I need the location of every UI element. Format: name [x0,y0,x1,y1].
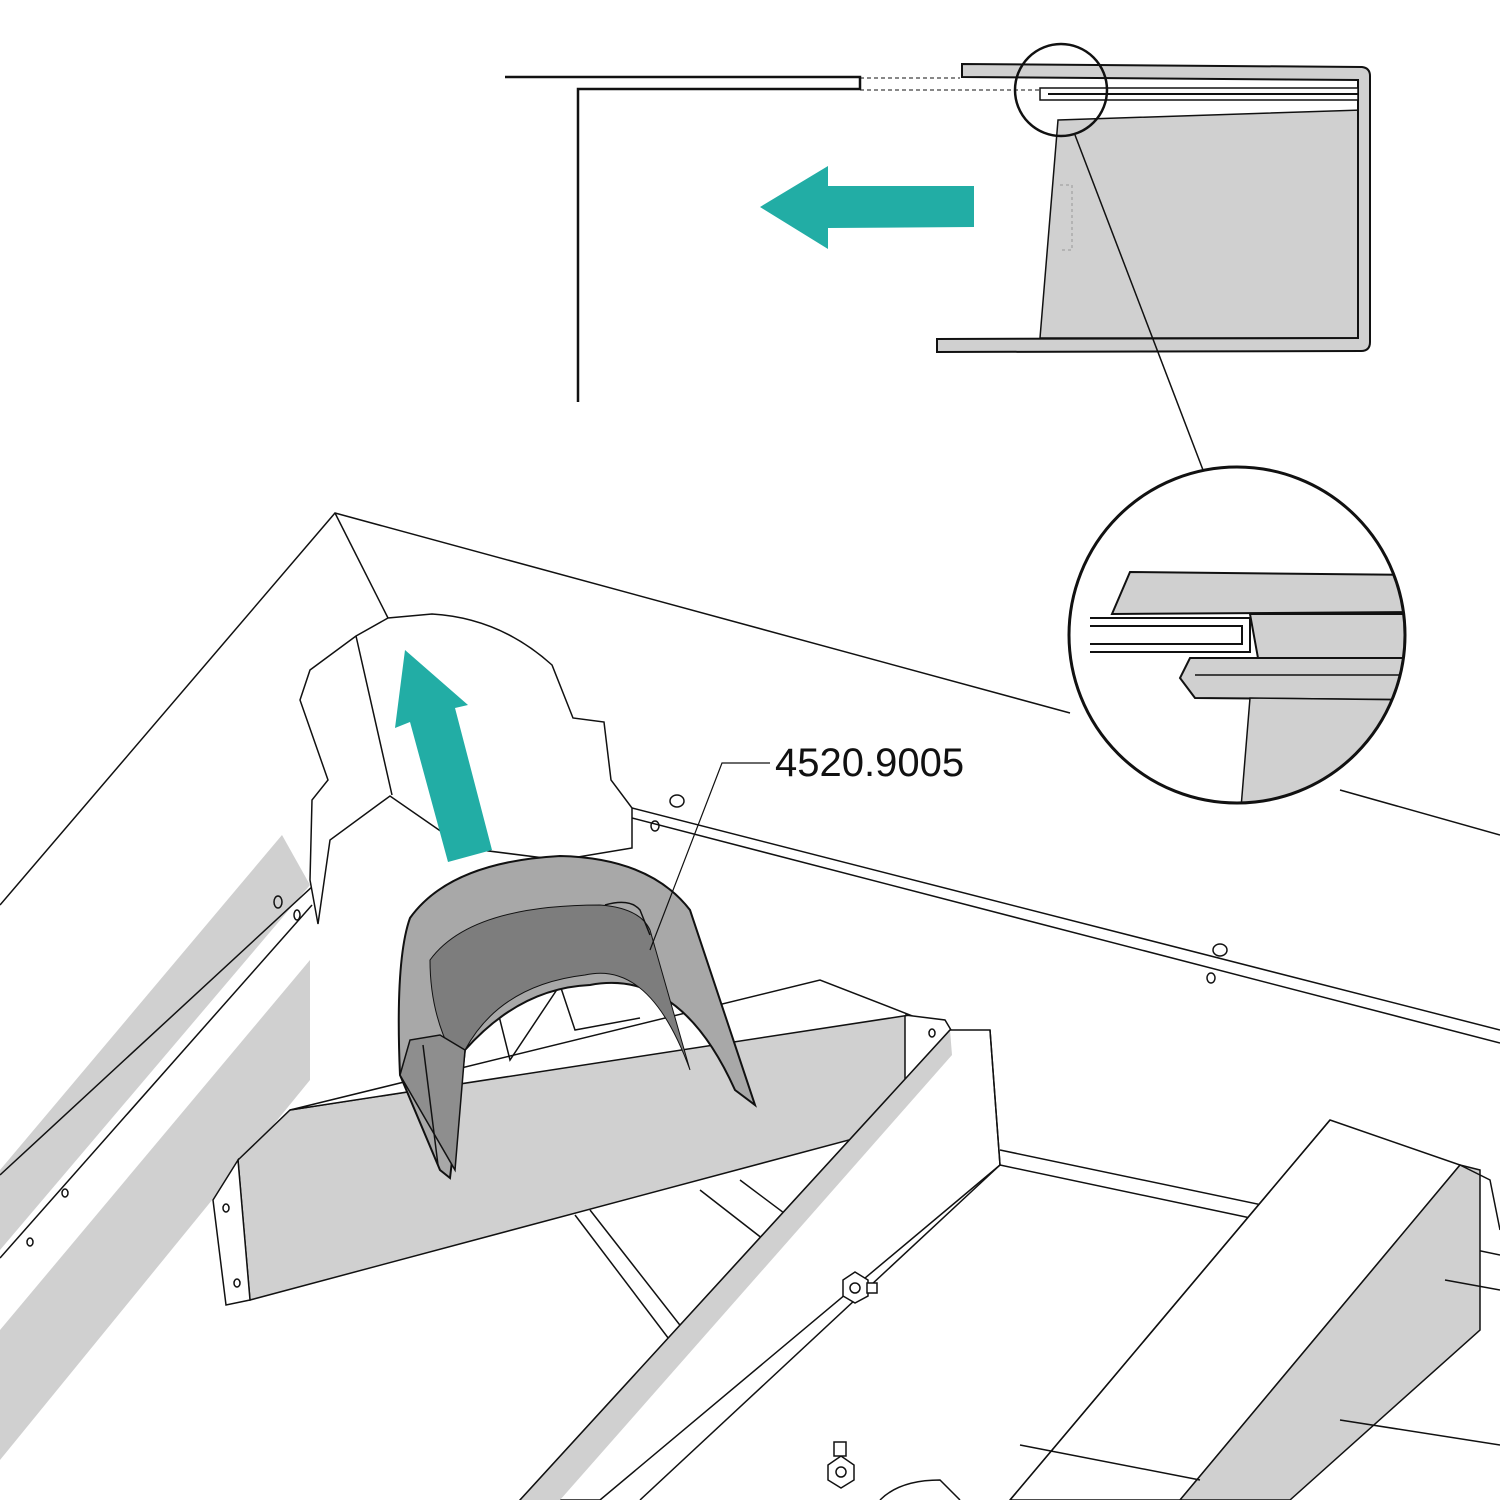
hex-nut [842,1271,878,1304]
mount-hole [26,1237,34,1247]
mount-hole [1206,972,1216,984]
detail-leader-line [1074,134,1204,471]
hex-nut [827,1441,855,1489]
top-rail-inner-edge [631,807,1500,1031]
insert-direction-arrow [395,650,492,862]
left-rail-side-face [0,835,310,1250]
mount-hole [293,909,301,921]
part-number-label: 4520.9005 [775,741,964,785]
mount-hole [650,820,660,832]
right-beam [1009,1119,1500,1500]
mount-hole [1212,943,1228,957]
mount-hole [233,1278,241,1288]
mount-hole [273,895,283,909]
frame-profile-left [505,75,862,402]
slide-direction-arrow [760,166,974,249]
detail-marker-circle [1013,42,1109,138]
detail-magnifier [1067,465,1407,805]
channel-web [1039,109,1363,339]
detail-magnifier-border [1067,465,1407,805]
section-view [505,42,1371,471]
mount-hole [928,1028,936,1038]
curved-cover-part [397,854,757,1180]
diagonal-beam [518,1029,1500,1500]
frame-isometric-view: 4520.9005 [0,512,1500,1500]
mount-hole [669,794,685,808]
mount-hole [222,1203,230,1213]
part-number-leader [649,762,770,951]
mount-hole [61,1188,69,1198]
channel-profile-right [936,62,1371,354]
channel-top-flange [936,62,1371,354]
